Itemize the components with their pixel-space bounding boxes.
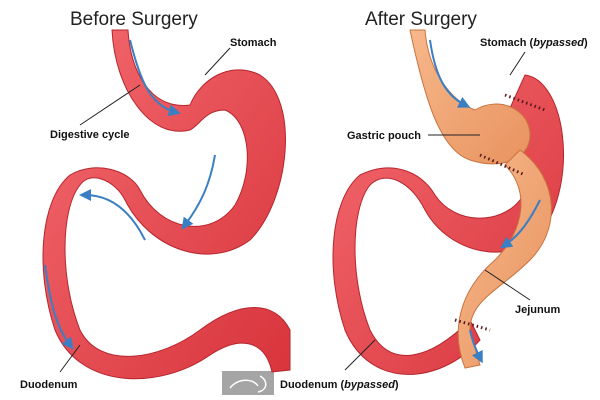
label-digestive-cycle: Digestive cycle (50, 129, 130, 141)
staple-lines (454, 93, 546, 332)
before-title: Before Surgery (70, 9, 198, 30)
flow-arrow (129, 39, 181, 117)
label-gastric-pouch: Gastric pouch (347, 130, 421, 142)
after-title: After Surgery (365, 9, 477, 30)
label-duodenum: Duodenum (20, 379, 78, 391)
label-jejunum: Jejunum (515, 304, 560, 316)
before-stomach-illustration (42, 29, 291, 380)
before-panel: Before Surgery Stomach Digestive cycle D… (20, 9, 291, 391)
flow-arrow (469, 329, 483, 364)
flow-arrow (500, 199, 541, 249)
watermark-logo (222, 371, 274, 395)
flow-arrow (79, 189, 146, 241)
label-stomach: Stomach (230, 37, 277, 49)
after-stomach-illustration (332, 29, 565, 375)
after-panel: After Surgery Stomach (bypassed) Gastric… (280, 9, 588, 391)
label-duodenum-bypassed: Duodenum (bypassed) (280, 379, 399, 391)
flow-arrow (44, 264, 74, 350)
label-stomach-bypassed: Stomach (bypassed) (480, 37, 588, 49)
flow-arrow (429, 39, 471, 108)
flow-arrow (181, 154, 216, 230)
